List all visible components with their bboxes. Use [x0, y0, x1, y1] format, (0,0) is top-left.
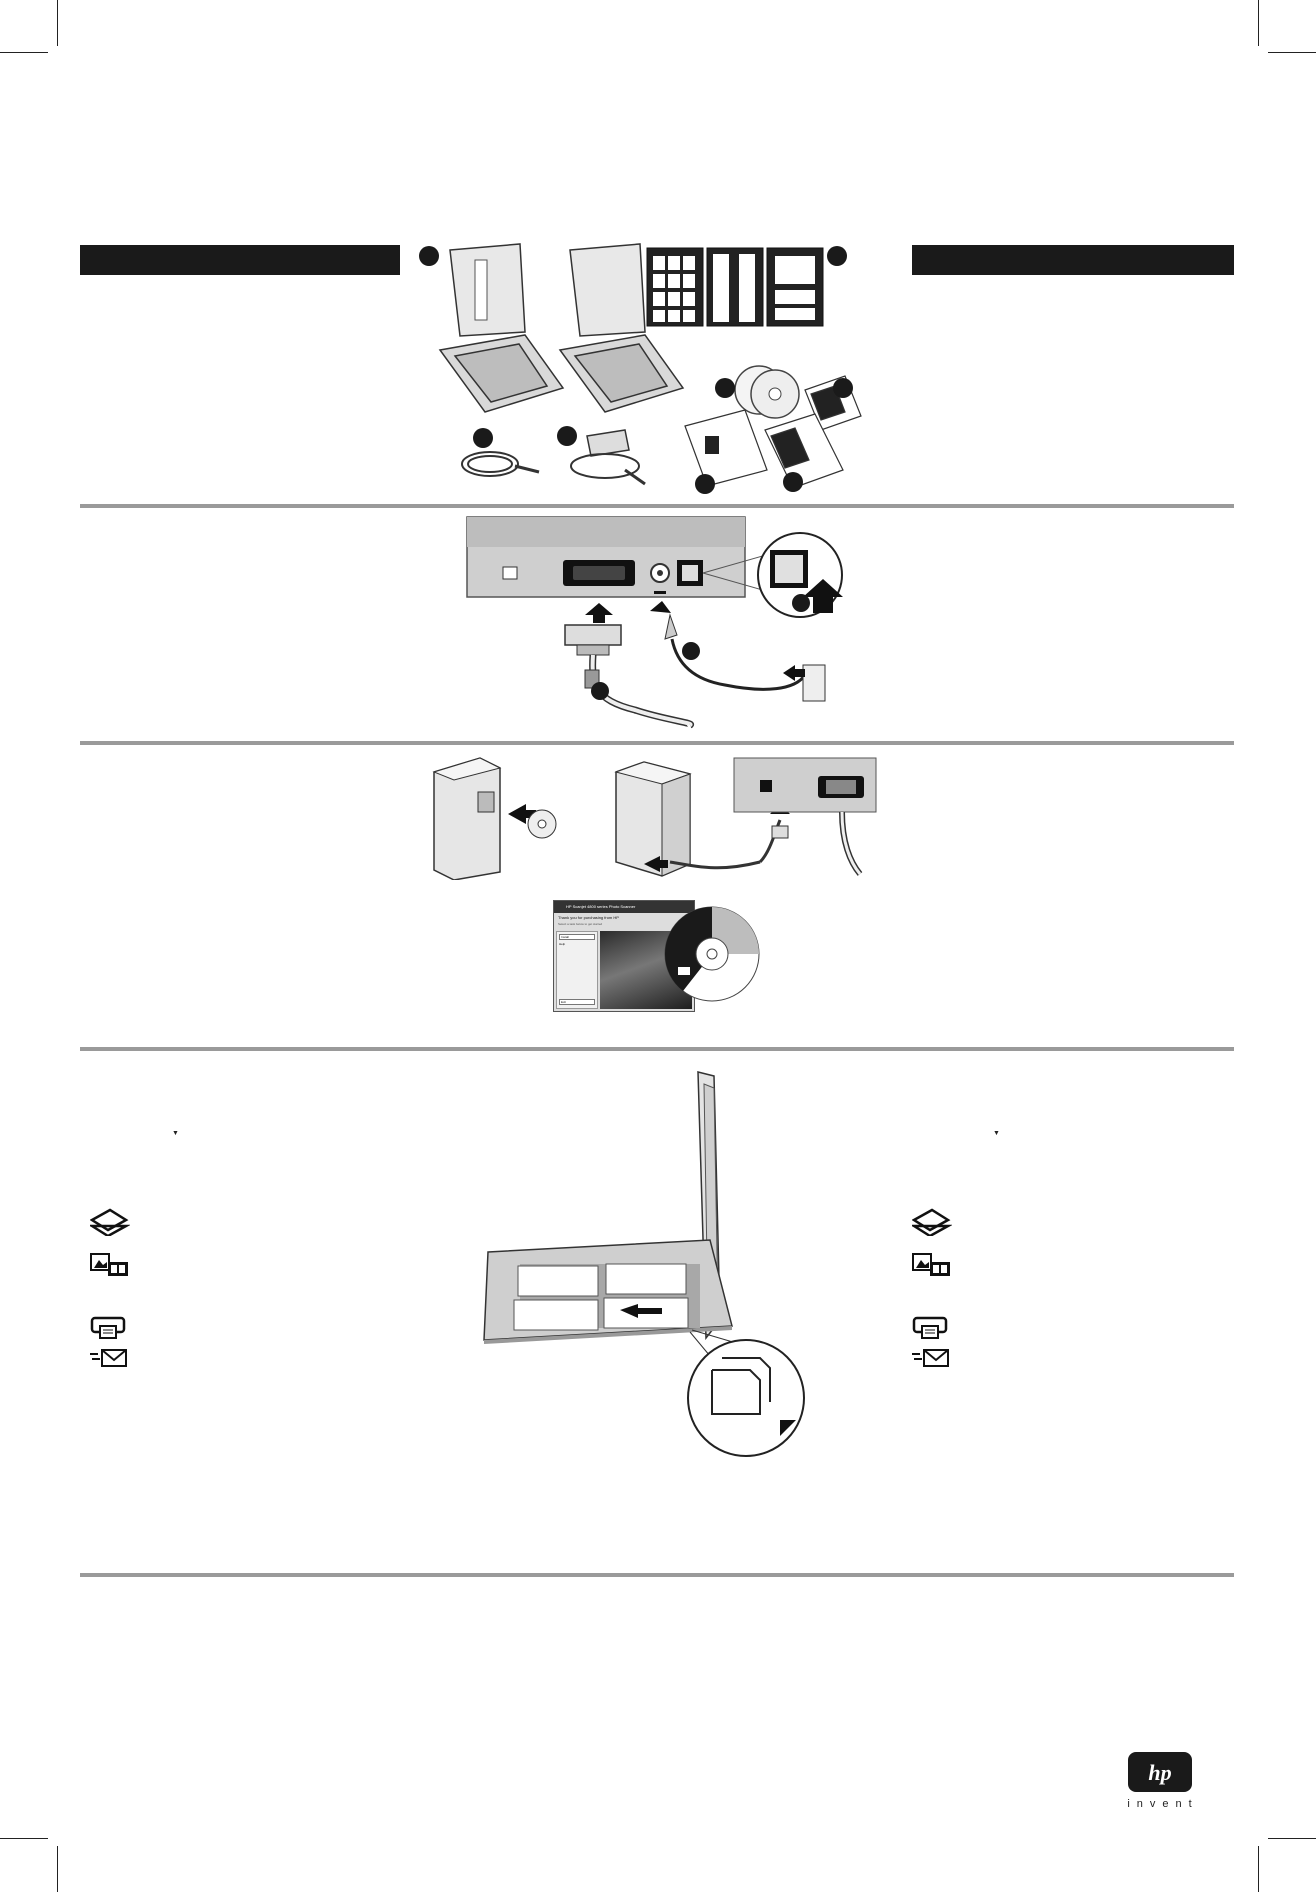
section-rule-3 — [80, 1047, 1234, 1051]
window-list-item[interactable]: Help — [559, 942, 566, 946]
scan-icon — [90, 1208, 130, 1236]
crop-mark-br-h — [1268, 1838, 1316, 1839]
window-title-bar: HP Scanjet 4800 series Photo Scanner — [554, 901, 694, 913]
section-rule-1 — [80, 504, 1234, 508]
install-cd-graphic — [663, 905, 761, 1003]
scanner-rear-panel-illustration — [465, 515, 860, 730]
computer-cd-illustration — [430, 752, 880, 880]
crop-mark-br-v — [1258, 1846, 1259, 1892]
window-heading: Thank you for purchasing from HP — [558, 915, 619, 920]
right-header-bar — [912, 245, 1234, 275]
section-rule-2 — [80, 741, 1234, 745]
window-title: HP Scanjet 4800 series Photo Scanner — [566, 904, 636, 909]
window-dropdown[interactable]: Install — [559, 934, 595, 940]
crop-mark-tr-h — [1268, 52, 1316, 53]
window-subheading: Select a task below to get started — [558, 922, 603, 926]
film-icon — [90, 1252, 130, 1280]
svg-text:hp: hp — [1148, 1760, 1171, 1785]
box-contents-illustration — [415, 240, 895, 495]
email-icon — [90, 1346, 130, 1374]
film-icon — [912, 1252, 952, 1280]
window-sidebar: Install Help Exit — [556, 931, 598, 1009]
crop-mark-tl-h — [0, 52, 48, 53]
left-header-bar — [80, 245, 400, 275]
right-small-arrow-icon: ▼ — [993, 1130, 1000, 1137]
section-rule-4 — [80, 1573, 1234, 1577]
crop-mark-bl-h — [0, 1838, 48, 1839]
hp-tagline: invent — [1127, 1798, 1199, 1810]
window-exit-button[interactable]: Exit — [559, 999, 595, 1005]
email-icon — [912, 1346, 952, 1374]
hp-logo: hp — [1128, 1752, 1192, 1792]
copy-icon — [90, 1312, 130, 1340]
crop-mark-tl-v — [57, 0, 58, 46]
scan-icon — [912, 1208, 952, 1236]
crop-mark-tr-v — [1258, 0, 1259, 46]
crop-mark-bl-v — [57, 1846, 58, 1892]
copy-icon — [912, 1312, 952, 1340]
left-small-arrow-icon: ▼ — [172, 1130, 179, 1137]
scanner-photo-placement-illustration — [470, 1068, 850, 1460]
